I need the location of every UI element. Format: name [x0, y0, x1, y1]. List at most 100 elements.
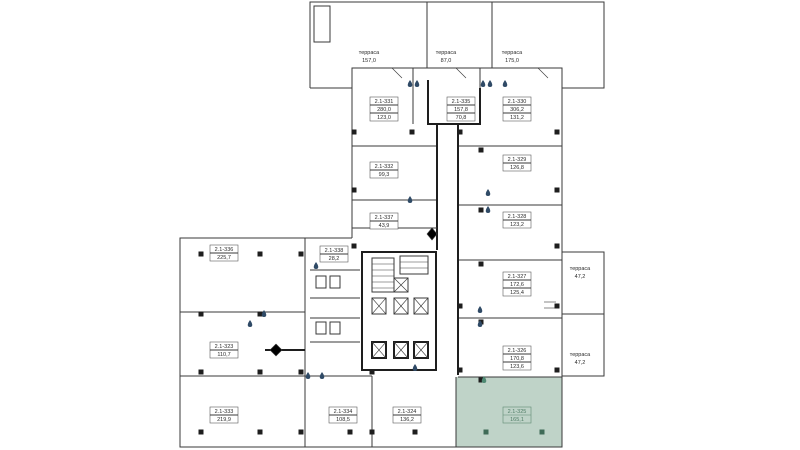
water-drop-icon	[247, 320, 253, 327]
terrace-label: терраса	[502, 50, 523, 56]
room-area-total: 126,8	[510, 165, 524, 171]
room-2-1-335[interactable]: 2.1-335 157,8 70,8	[446, 96, 476, 122]
column-square-icon	[457, 129, 463, 135]
terrace-label: терраса	[570, 352, 591, 358]
column-square-icon	[457, 303, 463, 309]
room-area-net: 123,0	[377, 115, 391, 121]
room-2-1-328[interactable]: 2.1-328 123,2	[502, 211, 532, 229]
room-2-1-326[interactable]: 2.1-326 170,8 123,6	[502, 345, 532, 371]
column-square-icon	[198, 311, 204, 317]
room-id: 2.1-331	[375, 99, 394, 105]
room-2-1-327[interactable]: 2.1-327 172,6 125,4	[502, 271, 532, 297]
terrace-area: 47,2	[575, 274, 586, 280]
column-square-icon	[351, 187, 357, 193]
column-square-icon	[478, 147, 484, 153]
terrace-area: 87,0	[441, 58, 452, 64]
room-2-1-337[interactable]: 2.1-337 43,9	[369, 212, 399, 230]
room-area-total: 165,1	[510, 417, 524, 423]
room-id: 2.1-325	[508, 409, 527, 415]
water-drop-icon	[313, 262, 319, 269]
column-square-icon	[369, 369, 375, 375]
room-id: 2.1-337	[375, 215, 394, 221]
room-area-total: 306,2	[510, 107, 524, 113]
water-drop-icon	[487, 80, 493, 87]
column-square-icon	[409, 129, 415, 135]
terrace-2: терраса 87,0	[436, 50, 457, 64]
water-drop-icon	[407, 196, 413, 203]
room-2-1-336[interactable]: 2.1-336 225,7	[209, 244, 239, 262]
column-square-icon	[554, 303, 560, 309]
room-2-1-332[interactable]: 2.1-332 99,3	[369, 161, 399, 179]
column-square-icon	[483, 429, 489, 435]
room-area-total: 136,2	[400, 417, 414, 423]
column-square-icon	[478, 207, 484, 213]
room-area-total: 172,6	[510, 282, 524, 288]
room-2-1-333[interactable]: 2.1-333 219,9	[209, 406, 239, 424]
column-square-icon	[298, 251, 304, 257]
terrace-area: 47,2	[575, 360, 586, 366]
terrace-label: терраса	[359, 50, 380, 56]
water-drop-icon	[480, 80, 486, 87]
terrace-shells	[309, 1, 605, 377]
room-id: 2.1-333	[215, 409, 234, 415]
room-2-1-330[interactable]: 2.1-330 306,2 131,2	[502, 96, 532, 122]
room-2-1-334[interactable]: 2.1-334 108,5	[328, 406, 358, 424]
room-area-total: 157,8	[454, 107, 468, 113]
column-square-icon	[351, 243, 357, 249]
column-square-icon	[257, 429, 263, 435]
room-id: 2.1-323	[215, 344, 234, 350]
room-id: 2.1-326	[508, 348, 527, 354]
column-square-icon	[554, 243, 560, 249]
water-drop-icon	[477, 320, 483, 327]
room-id: 2.1-335	[452, 99, 471, 105]
terrace-5: терраса 47,2	[570, 352, 591, 366]
room-area-net: 123,6	[510, 364, 524, 370]
room-id: 2.1-334	[334, 409, 353, 415]
column-square-icon	[198, 369, 204, 375]
room-area-total: 219,9	[217, 417, 231, 423]
room-id: 2.1-338	[325, 248, 344, 254]
room-2-1-323[interactable]: 2.1-323 110,7	[209, 341, 239, 359]
room-id: 2.1-324	[398, 409, 417, 415]
room-id: 2.1-328	[508, 214, 527, 220]
room-area-total: 225,7	[217, 255, 231, 261]
water-drop-icons	[247, 80, 508, 383]
column-square-icon	[412, 429, 418, 435]
water-drop-icon	[485, 189, 491, 196]
room-area-total: 99,3	[379, 172, 390, 178]
terrace-area: 175,0	[505, 58, 519, 64]
room-area-total: 170,8	[510, 356, 524, 362]
column-square-icon	[369, 429, 375, 435]
room-area-total: 110,7	[217, 352, 230, 358]
column-square-icon	[257, 369, 263, 375]
water-drop-icon	[481, 376, 487, 383]
room-2-1-338[interactable]: 2.1-338 28,2	[319, 245, 349, 263]
water-drop-icon	[502, 80, 508, 87]
door-icon	[269, 67, 556, 357]
column-square-icon	[554, 129, 560, 135]
room-2-1-325[interactable]: 2.1-325 165,1	[502, 406, 532, 424]
room-2-1-324[interactable]: 2.1-324 136,2	[392, 406, 422, 424]
column-square-icon	[539, 429, 545, 435]
column-square-icon	[554, 187, 560, 193]
room-2-1-329[interactable]: 2.1-329 126,8	[502, 154, 532, 172]
water-drop-icon	[485, 206, 491, 213]
stair-icon	[371, 255, 429, 293]
water-drop-icon	[477, 306, 483, 313]
unit-2-1-325-highlight[interactable]	[456, 377, 562, 447]
column-square-icon	[351, 129, 357, 135]
column-square-icon	[257, 311, 263, 317]
column-square-icon	[347, 429, 353, 435]
room-2-1-331[interactable]: 2.1-331 280,0 123,0	[369, 96, 399, 122]
room-area-net: 70,8	[456, 115, 467, 121]
room-id: 2.1-327	[508, 274, 527, 280]
water-drop-icon	[407, 80, 413, 87]
room-area-total: 123,2	[510, 222, 524, 228]
room-area-total: 28,2	[329, 256, 340, 262]
column-square-icon	[478, 261, 484, 267]
water-drop-icon	[412, 364, 418, 371]
terrace-label: терраса	[570, 266, 591, 272]
column-square-icon	[298, 429, 304, 435]
room-area-total: 108,5	[336, 417, 350, 423]
